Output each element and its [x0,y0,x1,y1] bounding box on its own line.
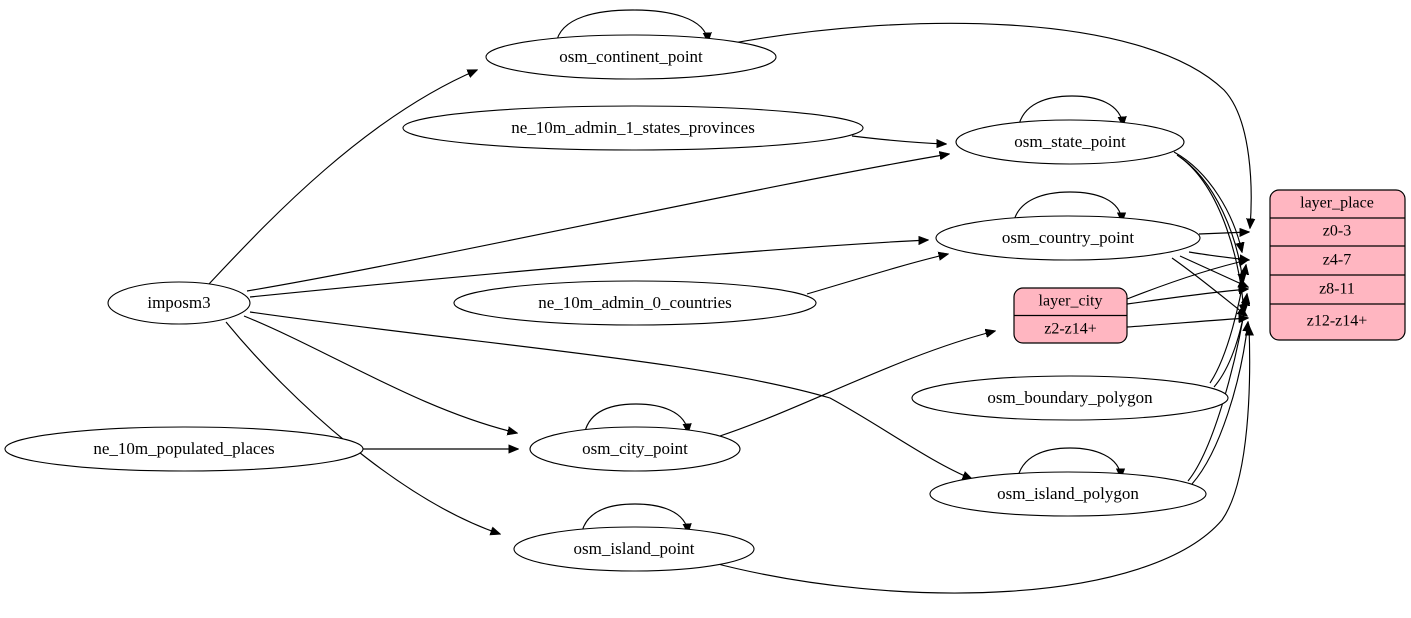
edge-osm_country_point-layer_place-z4-7 [1188,251,1249,260]
edge-osm_city_point-layer_city-z2-z14+ [716,331,995,438]
layer_place-header-label: layer_place [1300,195,1374,212]
osm_country_point-label: osm_country_point [1002,228,1134,247]
ne_10m_admin_0_countries-ellipse[interactable] [453,280,817,326]
edge-ne_10m_admin_1_states_provinces-osm_state_point [851,135,946,144]
edge-osm_city_point-self [583,403,688,437]
layer_place-row-z8-11[interactable]: z8-11 [1319,281,1355,298]
osm_island_polygon-label: osm_island_polygon [997,484,1139,503]
ne_10m_admin_1_states_provinces-label: ne_10m_admin_1_states_provinces [511,118,755,137]
node-imposm3[interactable]: imposm3 [107,281,251,325]
edge-osm_continent_point-self [555,9,708,45]
node-osm_city_point[interactable]: osm_city_point [529,426,741,472]
node-ne_10m_admin_1_states_provinces[interactable]: ne_10m_admin_1_states_provinces [402,105,864,151]
edge-layer [207,9,1251,594]
edge-imposm3-osm_country_point [249,240,928,298]
osm_country_point-ellipse[interactable] [935,215,1201,261]
imposm3-label: imposm3 [147,293,210,312]
ne_10m_populated_places-label: ne_10m_populated_places [93,439,274,458]
node-osm_state_point[interactable]: osm_state_point [955,119,1185,165]
edge-osm_island_point-self [580,503,688,537]
osm_state_point-label: osm_state_point [1014,132,1126,151]
edge-imposm3-osm_continent_point [207,70,477,286]
edge-osm_state_point-layer_place-z4-7 [1173,151,1242,252]
ne_10m_admin_1_states_provinces-ellipse[interactable] [402,105,864,151]
osm_boundary_polygon-label: osm_boundary_polygon [987,388,1153,407]
node-ne_10m_admin_0_countries[interactable]: ne_10m_admin_0_countries [453,280,817,326]
ne_10m_populated_places-ellipse[interactable] [4,426,364,472]
edge-osm_boundary_polygon-layer_place-z4-7 [1209,265,1246,384]
edge-osm_country_point-layer_place-z0-3 [1198,232,1249,234]
osm_boundary_polygon-ellipse[interactable] [911,375,1229,421]
osm_state_point-ellipse[interactable] [955,119,1185,165]
node-layer_place[interactable]: layer_place z0-3 z4-7 z8-11 z12-z14+ [1269,189,1406,341]
edge-ne_10m_admin_0_countries-osm_country_point [806,254,948,295]
edge-imposm3-osm_island_point [225,321,500,534]
node-osm_continent_point[interactable]: osm_continent_point [485,34,777,80]
imposm3-ellipse[interactable] [107,281,251,325]
edge-osm_continent_point-layer_place-z0-3 [727,22,1251,228]
layer_city-header-label: layer_city [1039,293,1103,310]
layer_place-row-z4-7[interactable]: z4-7 [1323,252,1351,269]
osm_island_polygon-ellipse[interactable] [929,471,1207,517]
node-osm_boundary_polygon[interactable]: osm_boundary_polygon [911,375,1229,421]
layer_place-row-z12-z14[interactable]: z12-z14+ [1307,313,1368,330]
ne_10m_admin_0_countries-label: ne_10m_admin_0_countries [538,293,732,312]
layer_place-box[interactable] [1269,189,1406,341]
osm_city_point-label: osm_city_point [582,439,688,458]
edge-osm_country_point-layer_place-z12-z14+ [1171,257,1247,316]
osm_continent_point-label: osm_continent_point [559,47,703,66]
node-osm_country_point[interactable]: osm_country_point [935,215,1201,261]
node-ne_10m_populated_places[interactable]: ne_10m_populated_places [4,426,364,472]
edge-imposm3-osm_island_polygon [249,311,972,479]
node-layer: imposm3 ne_10m_populated_places ne_10m_a… [4,34,1406,572]
edge-osm_island_point-layer_place-z12-z14+ [709,326,1250,594]
layer_place-row-z0-3[interactable]: z0-3 [1323,223,1351,240]
node-layer_city[interactable]: layer_city z2-z14+ [1013,287,1128,344]
edge-layer_city-layer_place-z8-11 [1126,289,1248,305]
edge-osm_state_point-self [1017,95,1123,130]
edge-osm_country_point-self [1012,191,1122,226]
osm_island_point-ellipse[interactable] [513,526,755,572]
layer_city-row-z2-z14[interactable]: z2-z14+ [1044,321,1097,338]
osm_continent_point-ellipse[interactable] [485,34,777,80]
node-osm_island_point[interactable]: osm_island_point [513,526,755,572]
node-osm_island_polygon[interactable]: osm_island_polygon [929,471,1207,517]
edge-layer_city-layer_place-z4-7 [1126,260,1248,300]
edge-osm_island_polygon-self [1016,447,1121,482]
edge-imposm3-osm_city_point [243,315,517,433]
osm_city_point-ellipse[interactable] [529,426,741,472]
edge-imposm3-osm_state_point [246,154,949,292]
edge-osm_island_polygon-layer_place-z12-z14+ [1191,322,1248,485]
edge-layer_city-layer_place-z12-z14+ [1126,318,1248,328]
osm_island_point-label: osm_island_point [574,539,695,558]
